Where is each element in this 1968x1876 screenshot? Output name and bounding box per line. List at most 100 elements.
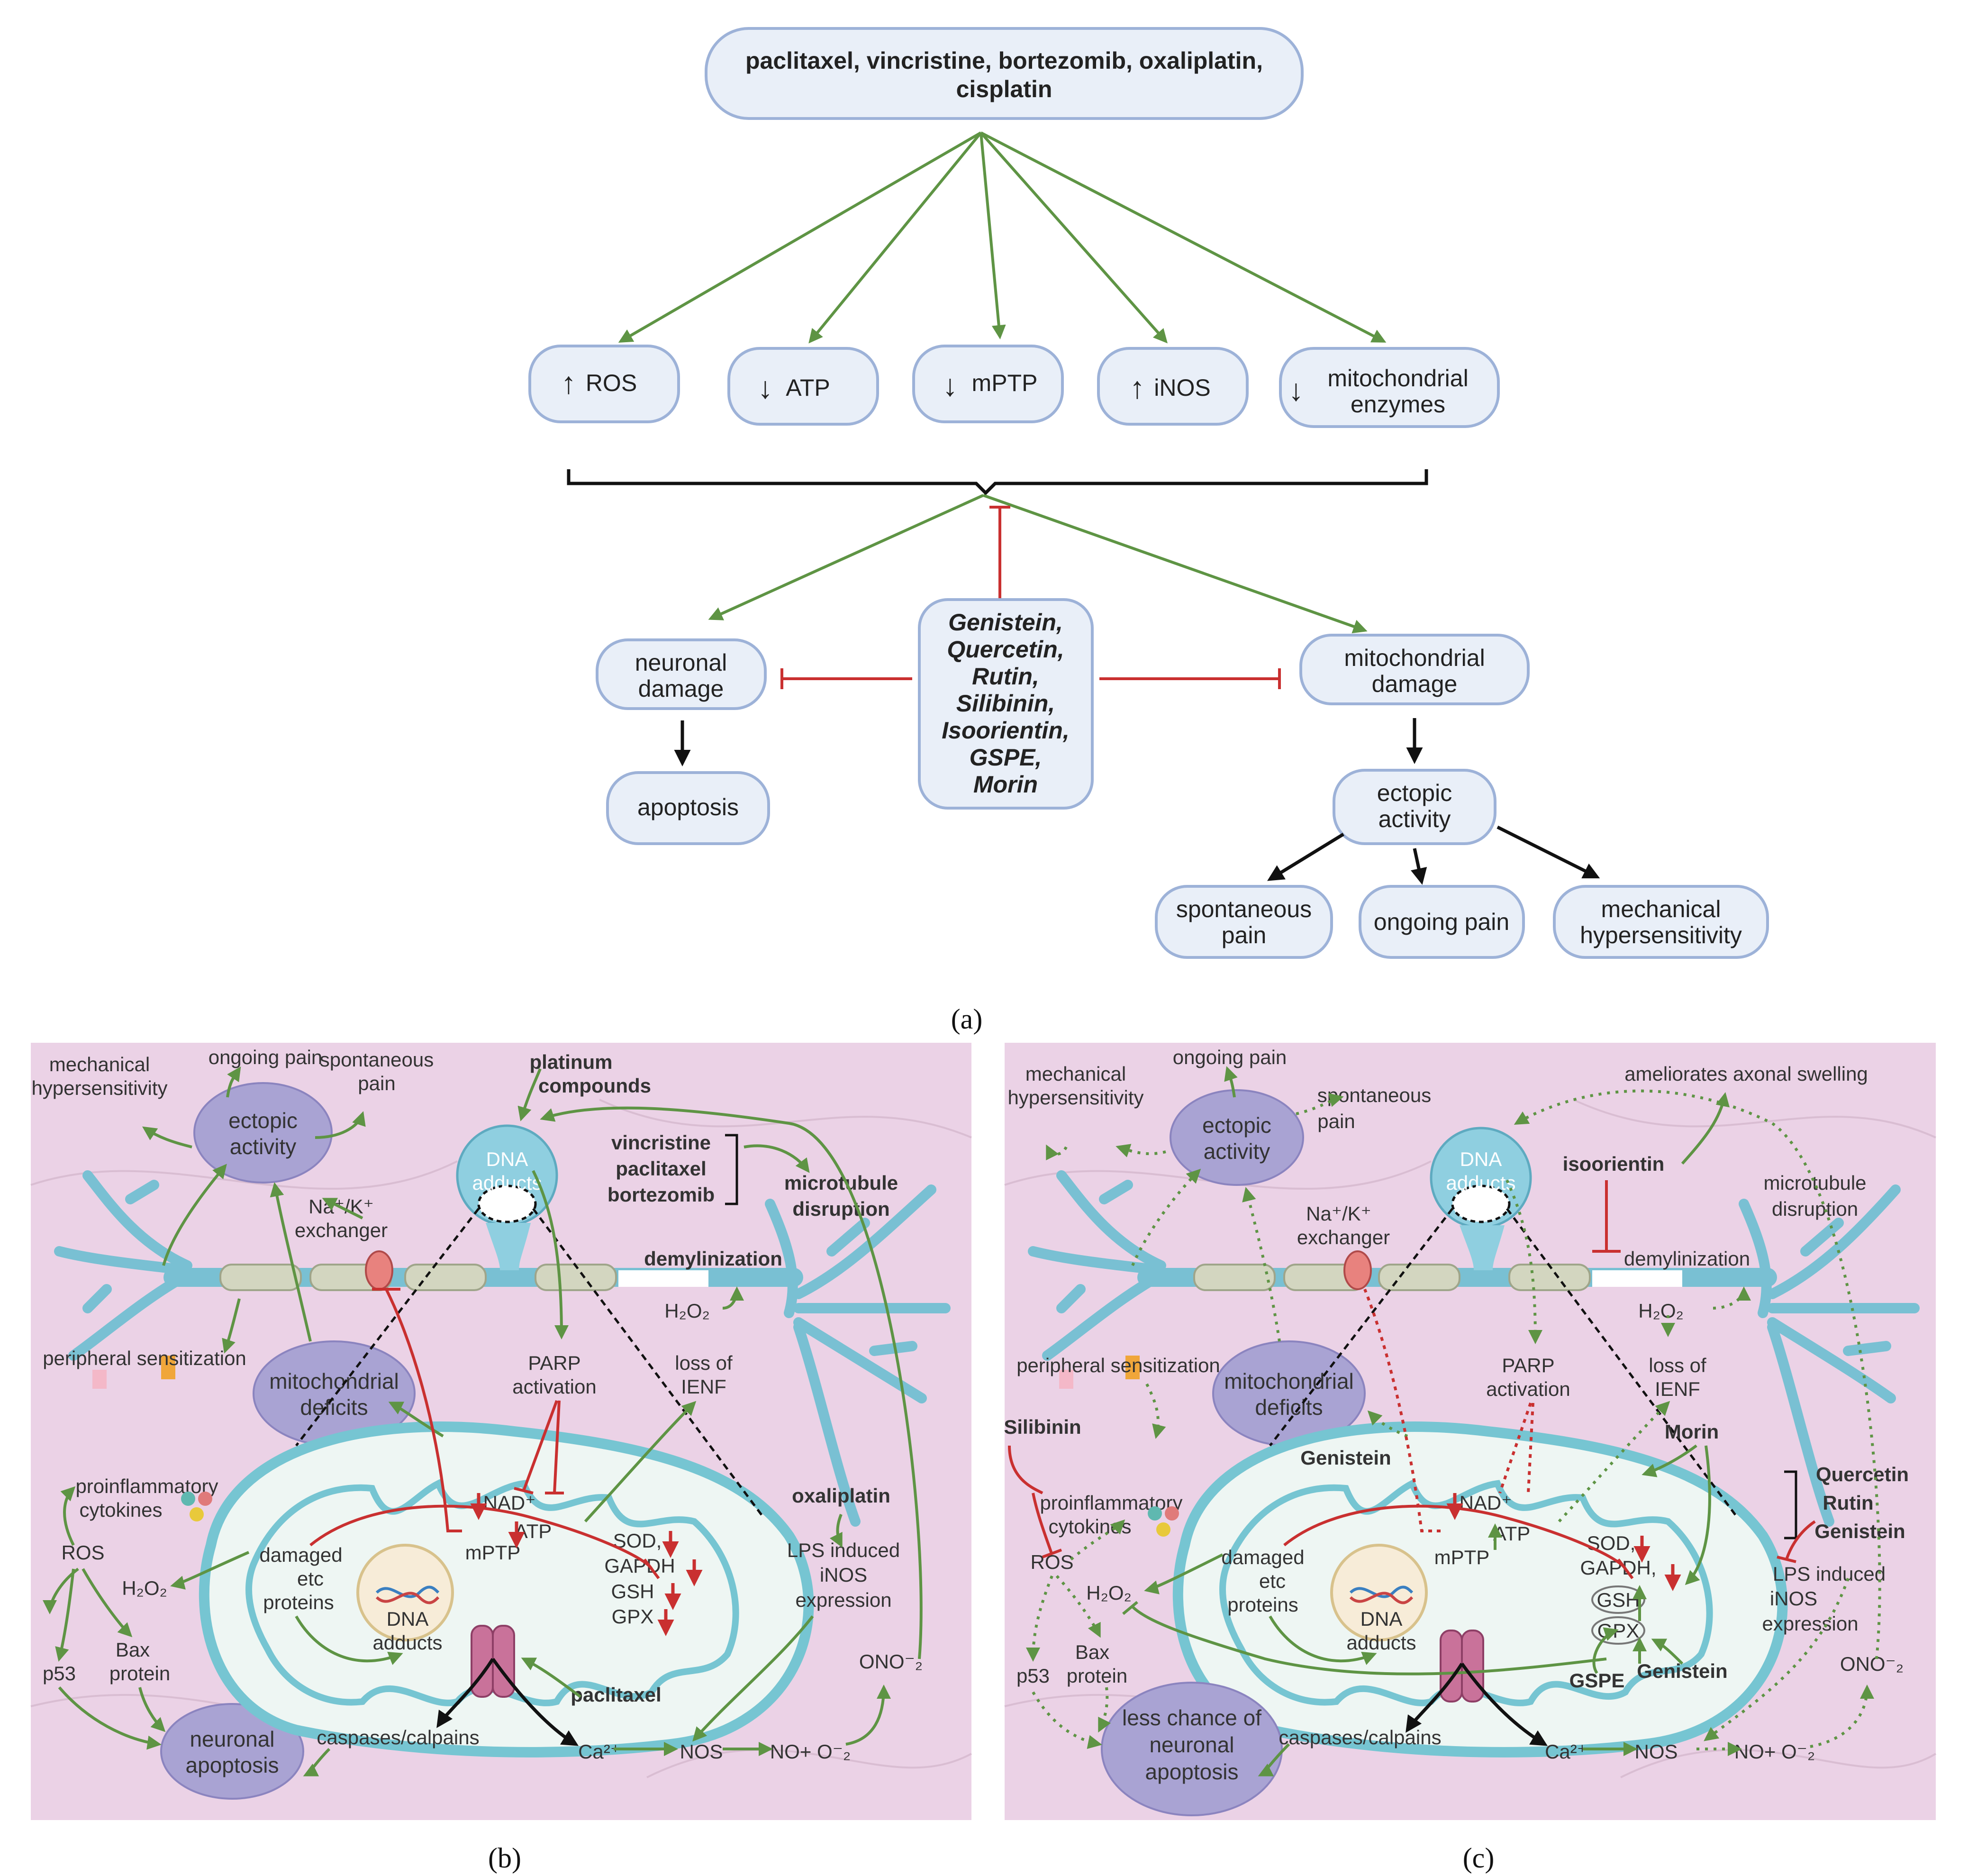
svg-text:apoptosis: apoptosis [637,794,739,820]
svg-text:p53: p53 [43,1662,76,1685]
apoptosis-box [606,771,770,845]
svg-text:Isoorientin,: Isoorientin, [942,717,1069,744]
svg-text:protein: protein [109,1662,170,1685]
svg-text:DNA: DNA [486,1148,528,1170]
svg-text:LPS induced: LPS induced [1773,1563,1886,1585]
svg-text:cytokines: cytokines [79,1499,162,1521]
effect-ros: ↑ ROS [528,345,680,423]
svg-text:damaged: damaged [1221,1546,1304,1568]
receptor-icon [161,1356,175,1379]
svg-text:mechanical: mechanical [49,1053,150,1075]
svg-text:Morin: Morin [1665,1421,1719,1443]
myelin-sheath [219,1264,617,1291]
svg-text:H₂O₂: H₂O₂ [664,1300,710,1322]
svg-text:Ca²⁺: Ca²⁺ [578,1740,621,1763]
svg-text:hypersensitivity: hypersensitivity [31,1077,167,1099]
svg-text:Rutin,: Rutin, [972,663,1039,690]
svg-text:NO+ O⁻₂: NO+ O⁻₂ [770,1740,851,1763]
svg-text:ectopic: ectopic [228,1108,298,1133]
svg-text:ONO⁻₂: ONO⁻₂ [859,1650,923,1673]
cristae [245,1479,739,1706]
svg-text:peripheral sensitization: peripheral sensitization [43,1347,246,1369]
svg-text:proteins: proteins [1227,1594,1298,1616]
svg-text:activation: activation [512,1375,596,1398]
svg-text:hypersensitivity: hypersensitivity [1580,922,1742,948]
svg-text:paclitaxel: paclitaxel [571,1684,661,1706]
svg-text:platinum: platinum [530,1051,613,1073]
svg-text:exchanger: exchanger [1297,1226,1390,1248]
ectopic-activity-node [193,1082,333,1184]
mito-zoom-icon [1451,1184,1511,1223]
svg-text:Na⁺/K⁺: Na⁺/K⁺ [1306,1202,1371,1225]
svg-text:ameliorates axonal swelling: ameliorates axonal swelling [1624,1063,1868,1085]
arrow-down-icon: ↓ [1288,373,1304,407]
effect-label: enzymes [1351,391,1445,418]
dna-icon [1330,1544,1428,1641]
svg-text:Silibinin: Silibinin [1004,1416,1081,1438]
svg-text:expression: expression [795,1589,891,1611]
svg-text:iNOS: iNOS [820,1564,867,1586]
svg-text:spontaneous: spontaneous [1317,1084,1432,1106]
svg-text:mitochondrial: mitochondrial [269,1369,399,1393]
receptor-icon [92,1370,107,1389]
effect-label: ATP [786,374,830,401]
svg-text:DNA: DNA [1360,1608,1403,1630]
drug-list-line-2: cisplatin [956,76,1052,102]
effect-inos: ↑ iNOS [1097,347,1249,426]
effect-label: iNOS [1154,374,1210,401]
svg-text:adducts: adducts [472,1172,542,1194]
svg-text:SOD,: SOD, [1587,1532,1636,1554]
svg-text:vincristine: vincristine [611,1131,711,1154]
svg-text:LPS induced: LPS induced [787,1539,900,1561]
svg-text:ongoing pain: ongoing pain [1173,1046,1287,1068]
svg-text:activity: activity [1379,806,1451,832]
svg-text:adducts: adducts [372,1631,442,1654]
caption-c: (c) [1463,1842,1495,1874]
brace [567,469,1428,495]
svg-text:caspases/calpains: caspases/calpains [317,1726,479,1749]
myelin-sheath [1193,1264,1591,1291]
svg-text:neuronal: neuronal [635,649,727,676]
svg-text:pain: pain [358,1072,395,1094]
svg-text:Genistein: Genistein [1814,1520,1905,1542]
svg-text:Genistein,: Genistein, [948,609,1063,636]
svg-text:Bax: Bax [1075,1641,1109,1663]
svg-text:oxaliplatin: oxaliplatin [792,1484,890,1507]
arrow-up-icon: ↑ [1130,371,1145,405]
svg-text:isoorientin: isoorientin [1563,1153,1665,1175]
svg-text:cytokines: cytokines [1048,1515,1131,1538]
svg-text:IENF: IENF [681,1375,726,1398]
effect-label: mPTP [972,370,1038,396]
panel-a: paclitaxel, vincristine, bortezomib, oxa… [528,27,1769,1035]
svg-text:deficits: deficits [1255,1395,1323,1420]
svg-text:mPTP: mPTP [465,1541,521,1564]
receptor-icon [1059,1370,1073,1389]
receptor-icon [1125,1356,1140,1379]
svg-text:pain: pain [1222,922,1267,948]
svg-text:Genistein: Genistein [1300,1447,1391,1469]
svg-text:disruption: disruption [792,1198,889,1220]
svg-text:mPTP: mPTP [1434,1546,1490,1568]
svg-text:Quercetin: Quercetin [1816,1463,1909,1485]
effect-mito-enzymes: ↓ mitochondrial enzymes [1279,347,1500,428]
svg-text:H₂O₂: H₂O₂ [1086,1582,1132,1604]
svg-text:neuronal: neuronal [1149,1732,1234,1757]
svg-text:adducts: adducts [1446,1172,1515,1194]
svg-text:Silibinin,: Silibinin, [956,690,1055,717]
svg-text:DNA: DNA [1460,1148,1502,1170]
svg-text:activity: activity [1204,1139,1270,1164]
svg-text:GSPE,: GSPE, [970,744,1042,771]
svg-text:neuronal: neuronal [190,1727,274,1751]
neuronal-damage-box [596,638,767,710]
outcome-spontaneous-pain [1155,885,1333,959]
svg-text:etc: etc [297,1567,324,1590]
outcome-ongoing-pain [1359,885,1525,959]
demyelinated-segment [1592,1270,1682,1287]
svg-text:damage: damage [638,675,724,702]
svg-text:caspases/calpains: caspases/calpains [1279,1726,1441,1749]
svg-text:mechanical: mechanical [1025,1063,1126,1085]
svg-text:apoptosis: apoptosis [1145,1759,1239,1784]
effect-label: mitochondrial [1327,365,1468,392]
ectopic-activity-node [1170,1089,1304,1186]
